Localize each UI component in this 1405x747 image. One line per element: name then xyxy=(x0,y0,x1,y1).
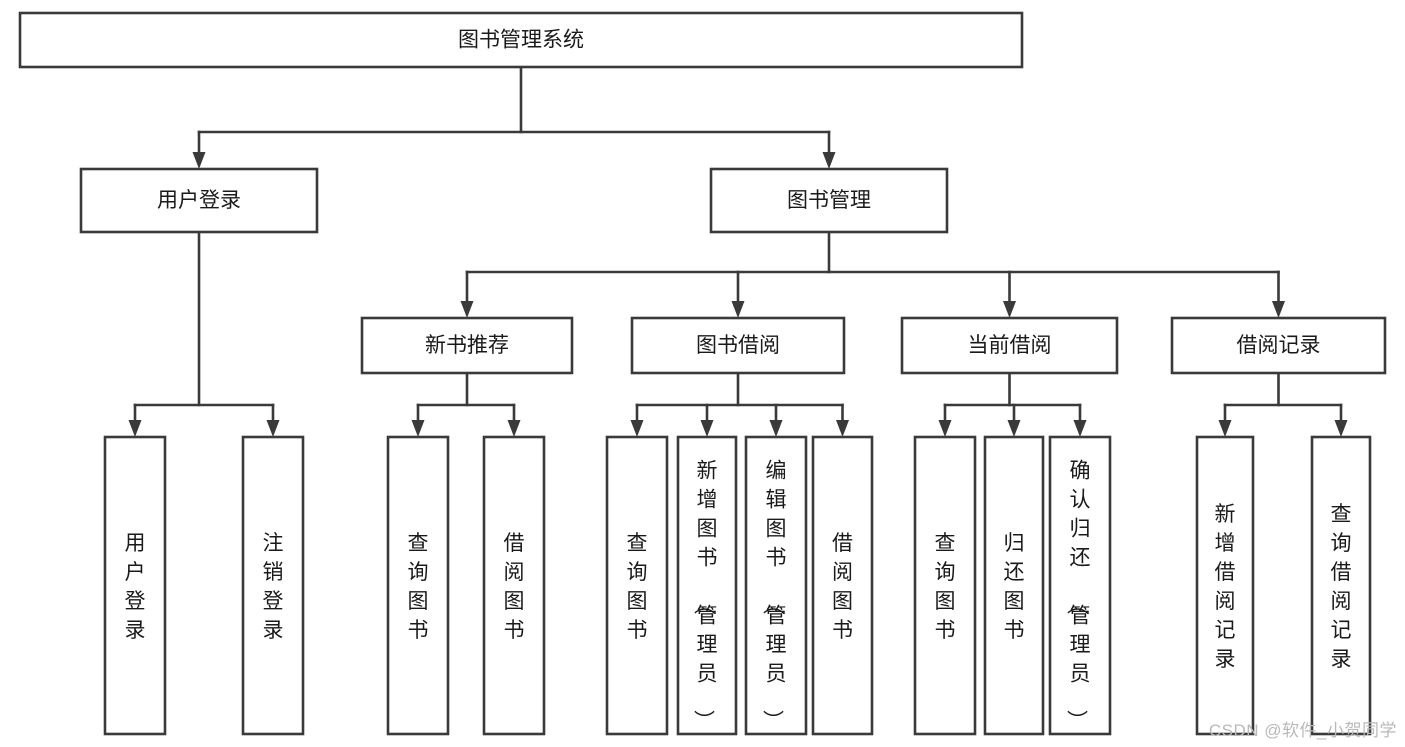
node-l3-current[interactable]: 当前借阅 xyxy=(900,316,1119,375)
node-box[interactable] xyxy=(1170,316,1387,375)
node-leaf-user-logout[interactable]: 注销登录 xyxy=(241,435,305,736)
connector-layer xyxy=(128,65,1348,437)
arrow-head-icon xyxy=(1003,301,1016,318)
node-label: 当前借阅 xyxy=(968,334,1052,357)
node-box[interactable] xyxy=(709,167,949,234)
node-label: 注销登录 xyxy=(263,532,284,642)
connector-group xyxy=(411,371,521,437)
node-label: 查询借阅记录 xyxy=(1331,503,1352,671)
node-label: 确认归还（管理员） xyxy=(1065,460,1091,731)
node-leaf-user-login[interactable]: 用户登录 xyxy=(103,435,167,736)
node-leaf-bo-borrow[interactable]: 借阅图书 xyxy=(811,435,874,736)
node-box[interactable] xyxy=(79,167,319,234)
arrow-head-icon xyxy=(630,420,644,437)
node-box[interactable] xyxy=(744,435,808,736)
arrow-head-icon xyxy=(1218,420,1232,437)
connector-group xyxy=(128,230,280,437)
watermark-text: CSDN @软件_小贺同学 xyxy=(1208,721,1397,740)
arrow-head-icon xyxy=(1073,420,1087,437)
node-label: 借阅图书 xyxy=(832,532,853,642)
connector-group xyxy=(938,371,1087,437)
connector-group xyxy=(630,371,849,437)
node-label: 借阅记录 xyxy=(1237,334,1321,357)
node-label: 查询图书 xyxy=(627,532,648,642)
node-leaf-bo-add[interactable]: 新增图书（管理员） xyxy=(676,435,738,736)
arrow-head-icon xyxy=(700,420,714,437)
node-l2-book[interactable]: 图书管理 xyxy=(709,167,949,234)
node-label: 编辑图书（管理员） xyxy=(761,460,787,731)
node-leaf-rec-add[interactable]: 新增借阅记录 xyxy=(1195,435,1255,736)
node-leaf-new-borrow[interactable]: 借阅图书 xyxy=(482,435,546,736)
node-l3-new[interactable]: 新书推荐 xyxy=(360,316,574,375)
node-label: 图书管理系统 xyxy=(458,29,584,52)
node-label: 查询图书 xyxy=(408,532,429,642)
node-label: 用户登录 xyxy=(125,532,146,642)
node-label: 新书推荐 xyxy=(425,334,509,357)
node-label: 用户登录 xyxy=(157,189,241,212)
node-leaf-new-query[interactable]: 查询图书 xyxy=(386,435,450,736)
node-box[interactable] xyxy=(18,11,1024,69)
node-box[interactable] xyxy=(900,316,1119,375)
node-l3-borrow[interactable]: 图书借阅 xyxy=(630,316,846,375)
node-leaf-cur-confirm[interactable]: 确认归还（管理员） xyxy=(1048,435,1112,736)
arrow-head-icon xyxy=(507,420,521,437)
node-l2-user[interactable]: 用户登录 xyxy=(79,167,319,234)
arrow-head-icon xyxy=(836,420,849,437)
node-box[interactable] xyxy=(386,435,450,736)
node-box[interactable] xyxy=(482,435,546,736)
arrow-head-icon xyxy=(769,420,783,437)
arrow-head-icon xyxy=(192,152,206,169)
node-box[interactable] xyxy=(605,435,669,736)
node-box[interactable] xyxy=(1195,435,1255,736)
node-box[interactable] xyxy=(676,435,738,736)
node-root[interactable]: 图书管理系统 xyxy=(18,11,1024,69)
node-label: 借阅图书 xyxy=(504,532,525,642)
node-box[interactable] xyxy=(241,435,305,736)
node-box[interactable] xyxy=(1310,435,1372,736)
node-leaf-bo-edit[interactable]: 编辑图书（管理员） xyxy=(744,435,808,736)
connector-group xyxy=(460,230,1285,318)
arrow-head-icon xyxy=(938,420,952,437)
node-box[interactable] xyxy=(630,316,846,375)
node-box[interactable] xyxy=(983,435,1045,736)
arrow-head-icon xyxy=(731,301,745,318)
node-leaf-bo-query[interactable]: 查询图书 xyxy=(605,435,669,736)
node-leaf-cur-query[interactable]: 查询图书 xyxy=(913,435,977,736)
node-layer: 图书管理系统用户登录图书管理新书推荐图书借阅当前借阅借阅记录用户登录注销登录查询… xyxy=(18,11,1387,736)
node-leaf-cur-return[interactable]: 归还图书 xyxy=(983,435,1045,736)
node-leaf-rec-query[interactable]: 查询借阅记录 xyxy=(1310,435,1372,736)
arrow-head-icon xyxy=(460,301,474,318)
arrow-head-icon xyxy=(266,420,280,437)
node-label: 新增图书（管理员） xyxy=(692,460,718,731)
arrow-head-icon xyxy=(128,420,142,437)
node-l3-record[interactable]: 借阅记录 xyxy=(1170,316,1387,375)
node-box[interactable] xyxy=(1048,435,1112,736)
node-box[interactable] xyxy=(811,435,874,736)
arrow-head-icon xyxy=(411,420,425,437)
node-label: 查询图书 xyxy=(935,532,956,642)
connector-group xyxy=(192,65,836,169)
arrow-head-icon xyxy=(822,152,836,169)
node-box[interactable] xyxy=(103,435,167,736)
node-box[interactable] xyxy=(913,435,977,736)
arrow-head-icon xyxy=(1334,420,1348,437)
arrow-head-icon xyxy=(1272,301,1285,318)
connector-group xyxy=(1218,371,1348,437)
arrow-head-icon xyxy=(1007,420,1021,437)
node-label: 归还图书 xyxy=(1004,532,1025,642)
node-box[interactable] xyxy=(360,316,574,375)
node-label: 图书借阅 xyxy=(696,334,780,357)
node-label: 图书管理 xyxy=(787,189,871,212)
node-label: 新增借阅记录 xyxy=(1215,503,1236,671)
